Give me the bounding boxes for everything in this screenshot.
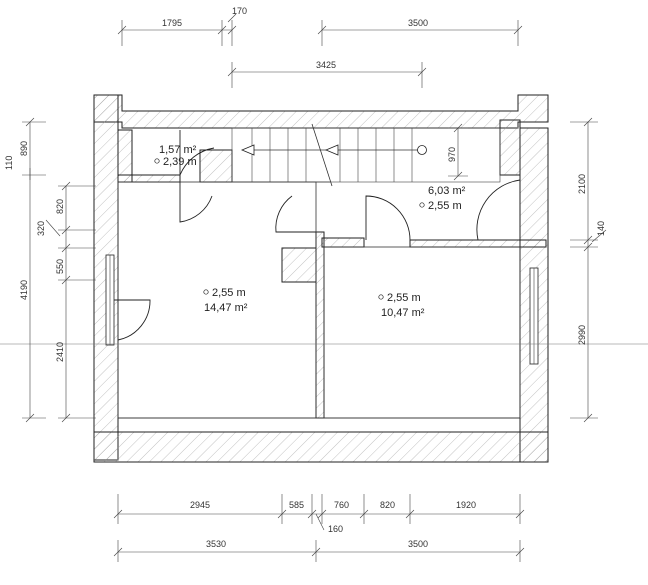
dimension-stair: 970 — [447, 123, 468, 181]
dim-left-110: 110 — [4, 156, 14, 170]
wall-corridor — [409, 239, 547, 248]
wall-corridor-2 — [321, 237, 365, 248]
room-hall-area: 6,03 m² — [428, 185, 466, 197]
wall-wc-bottom — [117, 174, 181, 183]
dim-left-890: 890 — [19, 141, 29, 156]
height-marker-icon — [419, 202, 425, 208]
door-left-room-icon — [179, 182, 213, 223]
dim-left-820: 820 — [55, 199, 65, 214]
wall-center — [315, 231, 325, 419]
door-center-icon — [275, 195, 316, 233]
wall-stub — [281, 247, 317, 283]
room-right-height: 2,55 m — [387, 292, 421, 304]
dim-bottom-760: 760 — [334, 500, 349, 510]
dim-bottom-3530: 3530 — [206, 539, 226, 549]
dim-bottom-160: 160 — [328, 524, 343, 534]
dimensions-bottom: 2945 585 760 820 1920 160 3530 3500 — [113, 494, 525, 562]
door-balcony-icon — [110, 299, 151, 341]
door-entrance-icon — [476, 179, 521, 241]
windows — [105, 254, 539, 365]
dim-top-170: 170 — [232, 6, 247, 16]
dim-bottom-1920: 1920 — [456, 500, 476, 510]
door-right-room-icon — [365, 195, 411, 241]
dim-stair-970: 970 — [447, 147, 457, 162]
dimensions-right: 2100 140 2990 — [570, 117, 607, 423]
door-wc-icon — [179, 130, 215, 176]
wall-wc — [117, 129, 133, 183]
dim-bottom-2945: 2945 — [190, 500, 210, 510]
wall-stair-right — [499, 119, 521, 176]
dim-bottom-3500: 3500 — [408, 539, 428, 549]
dim-left-4190: 4190 — [19, 280, 29, 300]
dimensions-top: 1795 170 3500 3425 — [117, 6, 523, 88]
room-right-area: 10,47 m² — [381, 307, 425, 319]
height-marker-icon — [203, 289, 209, 295]
room-wc-height: 2,39 m — [163, 156, 197, 168]
dim-bottom-820: 820 — [380, 500, 395, 510]
stair-treads — [251, 128, 413, 182]
dim-bottom-585: 585 — [289, 500, 304, 510]
stair-break-line — [311, 123, 333, 187]
staircase — [231, 123, 501, 187]
room-outline-right — [323, 246, 521, 419]
dim-top-3500: 3500 — [408, 18, 428, 28]
dim-top-1795: 1795 — [162, 18, 182, 28]
room-left-height: 2,55 m — [212, 287, 246, 299]
room-wc-area: 1,57 m² — [159, 144, 197, 156]
dim-right-140: 140 — [596, 221, 606, 236]
dim-top-3425: 3425 — [316, 60, 336, 70]
room-left-area: 14,47 m² — [204, 302, 248, 314]
doors — [110, 130, 521, 341]
height-marker-icon — [378, 294, 384, 300]
dim-right-2990: 2990 — [577, 325, 587, 345]
stair-arrow-icon — [324, 144, 339, 156]
height-marker-icon — [154, 158, 160, 164]
dimensions-left: 4190 890 110 820 320 550 2410 — [4, 117, 96, 423]
dim-left-550: 550 — [55, 259, 65, 274]
room-hall-height: 2,55 m — [428, 200, 462, 212]
dim-left-2410: 2410 — [55, 342, 65, 362]
room-labels: 1,57 m² 2,39 m 6,03 m² 2,55 m 2,55 m 14,… — [154, 144, 466, 319]
stair-outline — [231, 127, 501, 183]
stair-arrow-icon — [240, 144, 255, 156]
wall-top — [93, 94, 549, 129]
wall-wc-right — [199, 149, 233, 183]
dim-left-320: 320 — [36, 221, 46, 236]
wall-bottom — [93, 431, 549, 463]
dim-right-2100: 2100 — [577, 174, 587, 194]
stair-start-icon — [417, 145, 427, 155]
